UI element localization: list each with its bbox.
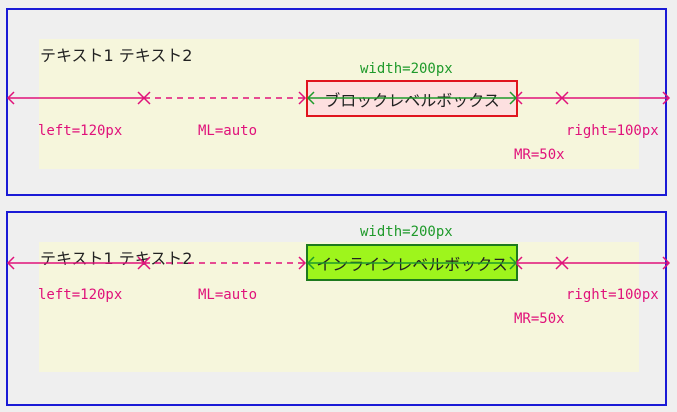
right-label: right=100px — [566, 123, 659, 139]
block-diagram-panel: テキスト1 テキスト2 ブロックレベルボックス width=200px left… — [6, 8, 667, 196]
width-label: width=200px — [360, 61, 453, 77]
margin-right-label: MR=50x — [514, 147, 565, 163]
sample-text: テキスト1 テキスト2 — [40, 46, 193, 65]
inline-diagram-panel: テキスト1 テキスト2 インラインレベルボックス width=200px lef… — [6, 211, 667, 406]
margin-left-label: ML=auto — [198, 287, 258, 303]
margin-right-label: MR=50x — [514, 311, 565, 327]
left-label: left=120px — [38, 123, 123, 139]
inline-level-box: インラインレベルボックス — [306, 244, 518, 281]
margin-left-label: ML=auto — [198, 123, 258, 139]
sample-text: テキスト1 テキスト2 — [40, 249, 193, 268]
width-label: width=200px — [360, 224, 453, 240]
block-level-box: ブロックレベルボックス — [306, 80, 518, 117]
left-label: left=120px — [38, 287, 123, 303]
right-label: right=100px — [566, 287, 659, 303]
